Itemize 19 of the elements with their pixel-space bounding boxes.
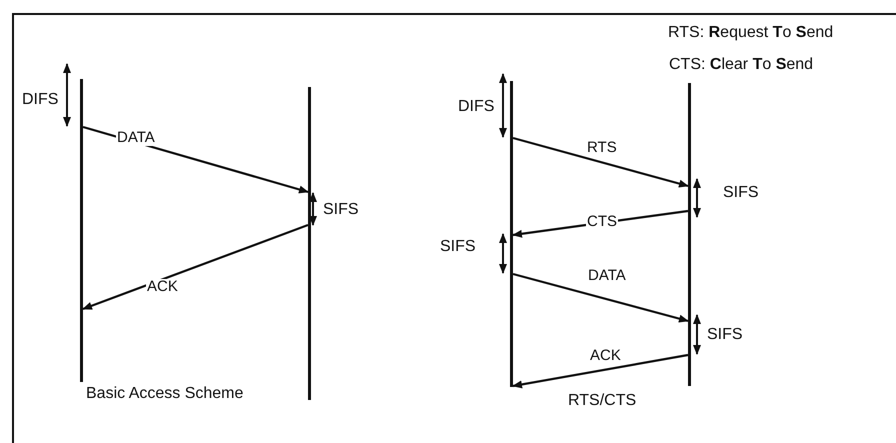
edge-label: DATA xyxy=(116,130,156,146)
timeline-line xyxy=(510,81,513,387)
legend-text: CTS: Clear To Send xyxy=(669,56,814,74)
scheme-caption: RTS/CTS xyxy=(568,392,636,410)
interval-label: DIFS xyxy=(22,91,58,109)
legend-text: RTS: Request To Send xyxy=(668,24,834,42)
interval-label: SIFS xyxy=(707,326,743,344)
timeline-line xyxy=(308,87,311,400)
interval-label: SIFS xyxy=(440,238,476,256)
message-arrow xyxy=(82,224,308,310)
timeline-line xyxy=(688,83,691,386)
interval-label: SIFS xyxy=(323,201,359,219)
message-arrow xyxy=(512,354,688,388)
interval-label: DIFS xyxy=(458,98,494,116)
interval-label: SIFS xyxy=(723,184,759,202)
timeline-line xyxy=(80,79,83,382)
message-arrow xyxy=(512,136,689,188)
scheme-caption: Basic Access Scheme xyxy=(86,385,244,403)
message-arrow xyxy=(512,272,689,323)
